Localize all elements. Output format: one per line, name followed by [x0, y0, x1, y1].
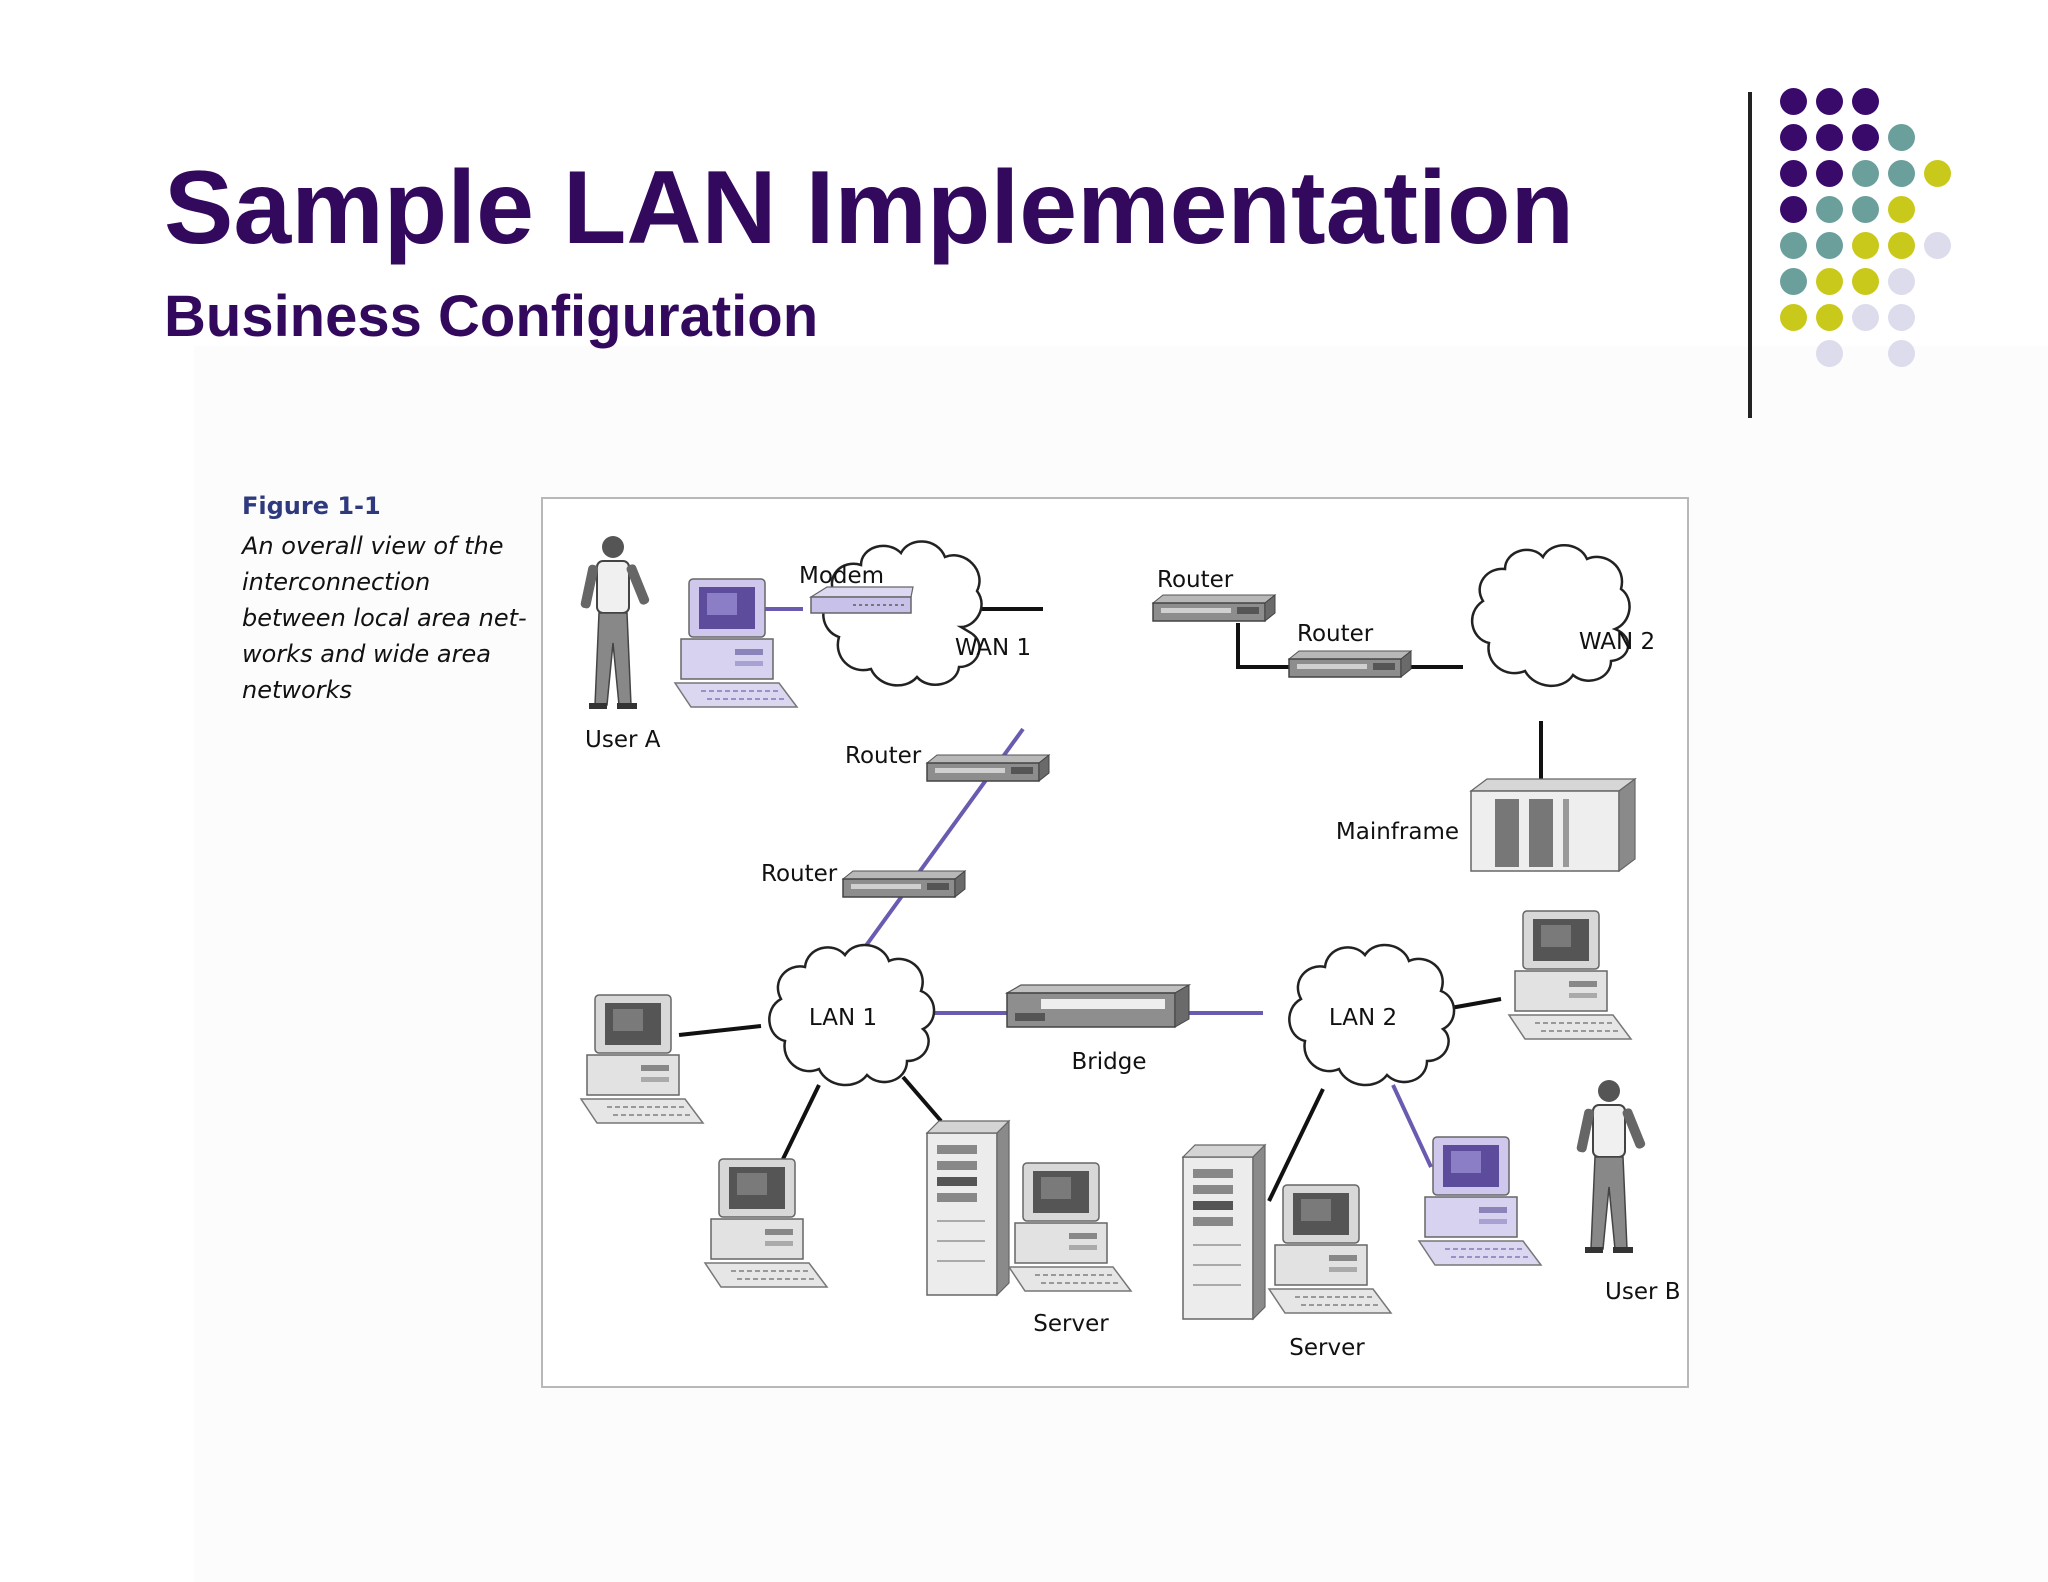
caption-line: between local area net-	[242, 604, 527, 632]
wan2-label: WAN 2	[1579, 629, 1655, 655]
decorative-dot	[1888, 232, 1915, 259]
decorative-dot	[1852, 268, 1879, 295]
bridge-label: Bridge	[1072, 1049, 1147, 1075]
caption-line: An overall view of the	[242, 532, 504, 560]
slide-subtitle: Business Configuration	[164, 284, 819, 349]
user-b-label: User B	[1605, 1279, 1681, 1305]
user-b-figure	[1574, 1079, 1648, 1254]
decorative-dot	[1888, 340, 1915, 367]
user-a-computer	[674, 578, 798, 708]
router-mid	[926, 754, 1050, 782]
decorative-dot	[1852, 88, 1879, 115]
user-b-computer	[1418, 1136, 1542, 1266]
network-diagram: Modem WAN 1 Router Router WAN 2 User A R…	[541, 497, 1689, 1388]
lan1-computer-bottom	[704, 1158, 828, 1288]
decorative-dot	[1816, 304, 1843, 331]
decorative-dot	[1780, 304, 1807, 331]
decorative-dot	[1816, 268, 1843, 295]
user-a-label: User A	[585, 727, 661, 753]
decorative-dot	[1924, 232, 1951, 259]
decorative-dot	[1780, 88, 1807, 115]
caption-line: interconnection	[242, 568, 431, 596]
decorative-dot	[1780, 124, 1807, 151]
router-right	[1288, 650, 1412, 678]
lan2-computer-right	[1508, 910, 1632, 1040]
decorative-dot	[1780, 196, 1807, 223]
lan1-cloud	[768, 943, 936, 1087]
lan2-label: LAN 2	[1329, 1005, 1397, 1031]
server-right-label: Server	[1289, 1335, 1365, 1361]
decorative-dot	[1816, 340, 1843, 367]
router-low	[842, 870, 966, 898]
router-right-label: Router	[1297, 621, 1374, 647]
server-left-computer	[1008, 1162, 1132, 1292]
decorative-dot	[1852, 304, 1879, 331]
mainframe-device	[1469, 777, 1637, 873]
server-right-tower	[1182, 1144, 1266, 1320]
decorative-dot	[1816, 232, 1843, 259]
figure-caption: An overall view of the interconnection b…	[242, 528, 527, 708]
caption-line: works and wide area	[242, 640, 491, 668]
user-a-figure	[578, 535, 652, 710]
decorative-dot	[1780, 268, 1807, 295]
lan2-cloud	[1288, 943, 1456, 1087]
decorative-dot	[1852, 160, 1879, 187]
decorative-dot	[1816, 124, 1843, 151]
decorative-dot	[1888, 124, 1915, 151]
decorative-dot	[1780, 160, 1807, 187]
decorative-dot	[1888, 160, 1915, 187]
server-right-computer	[1268, 1184, 1392, 1314]
decorative-dot	[1852, 232, 1879, 259]
modem-device	[808, 586, 914, 614]
mainframe-label: Mainframe	[1336, 819, 1459, 845]
decorative-dot	[1888, 196, 1915, 223]
router-low-label: Router	[761, 861, 838, 887]
connection-lines	[678, 607, 1543, 1202]
figure-number: Figure 1-1	[242, 492, 381, 520]
slide-title: Sample LAN Implementation	[164, 150, 1574, 266]
router-top	[1152, 594, 1276, 622]
server-left-tower	[926, 1120, 1010, 1296]
lan1-label: LAN 1	[809, 1005, 877, 1031]
bridge-device	[1004, 984, 1192, 1028]
decorative-dot	[1888, 268, 1915, 295]
decorative-dot	[1816, 160, 1843, 187]
wan2-cloud	[1470, 544, 1631, 688]
decorative-dot	[1888, 304, 1915, 331]
divider-line	[1748, 92, 1752, 418]
decorative-dot	[1852, 196, 1879, 223]
decorative-dot	[1852, 124, 1879, 151]
decorative-dot	[1924, 160, 1951, 187]
decorative-dot	[1816, 88, 1843, 115]
router-mid-label: Router	[845, 743, 922, 769]
wan1-label: WAN 1	[955, 635, 1031, 661]
caption-line: networks	[242, 676, 352, 704]
lan1-computer-left	[580, 994, 704, 1124]
decorative-dot	[1780, 232, 1807, 259]
server-left-label: Server	[1033, 1311, 1109, 1337]
modem-label: Modem	[799, 563, 884, 589]
decorative-dot	[1816, 196, 1843, 223]
router-top-label: Router	[1157, 567, 1234, 593]
